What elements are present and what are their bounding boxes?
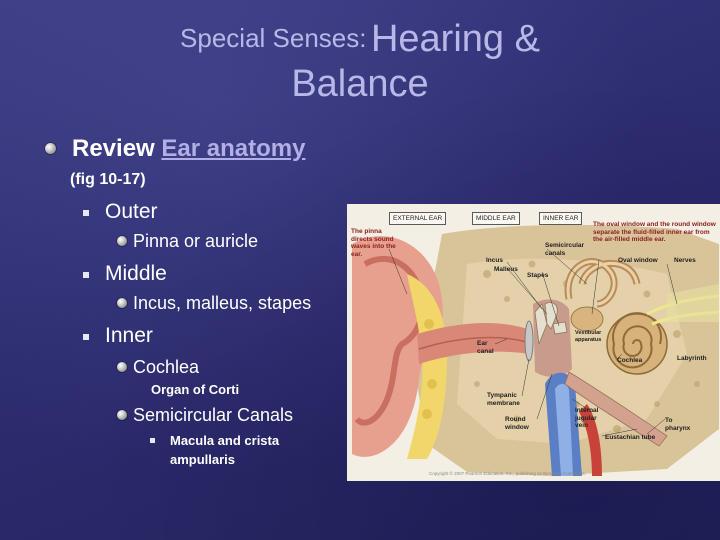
- sphere-bullet-icon: [117, 410, 127, 420]
- stapes-label: Stapes: [527, 272, 549, 279]
- vestibular-apparatus-label: Vestibular apparatus: [575, 330, 602, 343]
- middle-ear-header: MIDDLE EAR: [472, 212, 520, 225]
- macula-label: Macula and crista ampullaris: [170, 433, 280, 467]
- eustachian-tube-label: Eustachian tube: [605, 434, 656, 441]
- middle-label: Middle: [105, 262, 167, 285]
- semicircular-canals-label: Semicircular canals: [545, 242, 585, 257]
- ear-canal-label: Ear canal: [477, 340, 494, 355]
- organ-of-corti-label: Organ of Corti: [151, 382, 240, 397]
- ear-illustration: [352, 224, 720, 476]
- canals-label: Semicircular Canals: [133, 405, 294, 425]
- oval-window-label: Oval window: [618, 257, 658, 264]
- sphere-bullet-icon: [45, 143, 56, 154]
- ossicles-label: Incus, malleus, stapes: [133, 293, 312, 313]
- pinna-label: Pinna or auricle: [133, 231, 259, 251]
- sphere-bullet-icon: [117, 236, 127, 246]
- to-pharynx-label: To pharynx: [665, 417, 691, 432]
- cochlea-label: Cochlea: [133, 357, 200, 377]
- title-prefix: Special Senses:: [180, 23, 367, 53]
- sphere-bullet-icon: [117, 298, 127, 308]
- title-main: Hearing &: [370, 18, 540, 60]
- slide-title: Special Senses: Hearing & Balance: [0, 18, 720, 105]
- square-bullet-icon: [150, 438, 155, 443]
- pinna-note: The pinna directs sound waves into the e…: [351, 228, 396, 258]
- cochlea-fig-label: Cochlea: [617, 357, 643, 364]
- outer-label: Outer: [105, 200, 158, 223]
- jugular-vein-label: Internal jugular vein: [575, 407, 599, 429]
- review-label: Review: [72, 135, 155, 162]
- square-bullet-icon: [83, 272, 89, 278]
- ear-anatomy-link[interactable]: Ear anatomy: [161, 135, 306, 162]
- tympanic-membrane-label: Tympanic membrane: [487, 392, 520, 407]
- labyrinth-label: Labyrinth: [677, 355, 707, 362]
- malleus-label: Malleus: [494, 266, 518, 273]
- figure-copyright: Copyright © 2007 Pearson Education, Inc.…: [429, 471, 586, 476]
- incus-label: Incus: [486, 257, 503, 264]
- title-line2: Balance: [291, 62, 429, 105]
- round-window-label: Round window: [505, 416, 529, 431]
- sphere-bullet-icon: [117, 362, 127, 372]
- oval-window-note: The oval window and the round window sep…: [593, 221, 716, 243]
- figure-reference: (fig 10-17): [70, 171, 146, 188]
- nerves-label: Nerves: [674, 257, 696, 264]
- square-bullet-icon: [83, 210, 89, 216]
- square-bullet-icon: [83, 334, 89, 340]
- external-ear-header: EXTERNAL EAR: [389, 212, 447, 225]
- inner-label: Inner: [105, 324, 153, 347]
- inner-ear-header: INNER EAR: [539, 212, 583, 225]
- ear-anatomy-figure: EXTERNAL EAR MIDDLE EAR INNER EAR The pi…: [347, 204, 720, 481]
